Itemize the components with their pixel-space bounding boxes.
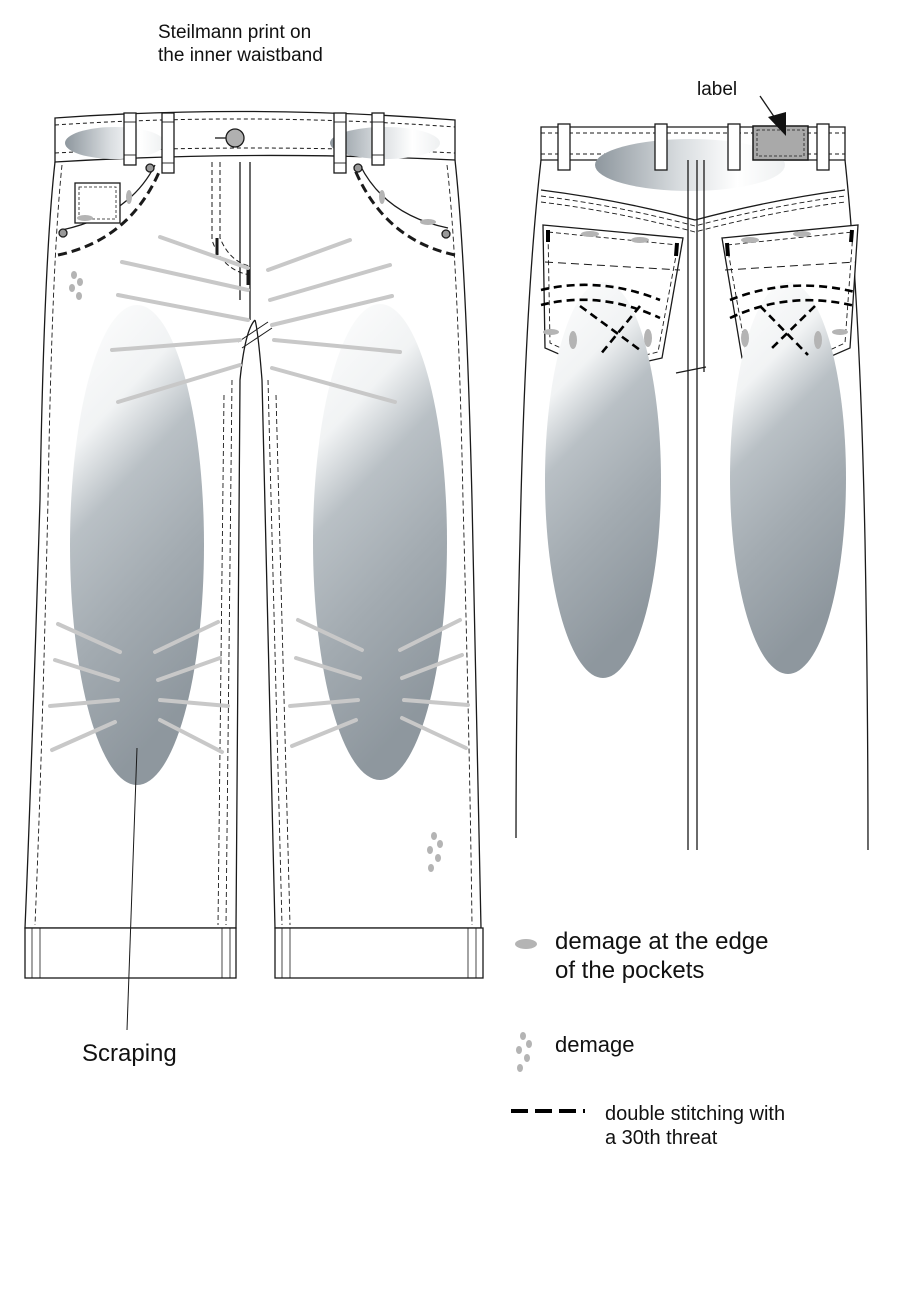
legend-damage-text: demage: [555, 1032, 635, 1057]
waistband-print-note: Steilmann print on the inner waistband: [158, 22, 323, 66]
label-patch: [752, 125, 809, 161]
belt-loop: [333, 112, 347, 174]
front-right-leg: [254, 159, 482, 929]
belt-loop: [371, 112, 385, 166]
back-left-leg: [515, 159, 542, 839]
front-cuff-right: [274, 927, 484, 979]
legend-edge-damage-text: demage at the edge of the pockets: [555, 928, 769, 984]
front-pocket-right-stitch: [353, 169, 456, 257]
back-view: [515, 95, 869, 851]
edge-damage-marks: [77, 190, 436, 225]
label-arrow: [768, 112, 786, 136]
front-button: [225, 128, 245, 148]
scraping-lines-knee: [48, 618, 470, 754]
back-edge-damage-marks: [543, 231, 848, 349]
legend-symbols: [511, 939, 585, 1113]
label-callout: label: [697, 79, 738, 100]
front-left-leg: [24, 161, 256, 929]
back-pocket-decor-stitching: [540, 283, 856, 356]
seat-wash-left: [545, 282, 661, 678]
legend-dots-icon: [516, 1032, 532, 1072]
scraping-callout: Scraping: [82, 1040, 177, 1067]
waistband-wash-right: [330, 127, 440, 159]
scraping-pointer: [126, 747, 138, 1031]
seat-wash-right: [730, 282, 846, 674]
back-yoke: [540, 189, 846, 221]
scraping-lines-thigh: [110, 235, 402, 404]
legend-double-stitching-text: double stitching with a 30th threat: [605, 1103, 786, 1149]
legend-oval-icon: [515, 939, 537, 949]
front-view: [24, 110, 484, 1031]
front-pocket-left-stitch: [57, 169, 162, 257]
belt-loop: [123, 112, 137, 166]
knee-wash-left: [70, 305, 204, 785]
waistband-wash-left: [65, 127, 165, 159]
knee-wash-right: [313, 304, 447, 780]
belt-loop: [161, 112, 175, 174]
front-pocket-right: [359, 164, 449, 229]
damage-dots: [69, 271, 443, 872]
